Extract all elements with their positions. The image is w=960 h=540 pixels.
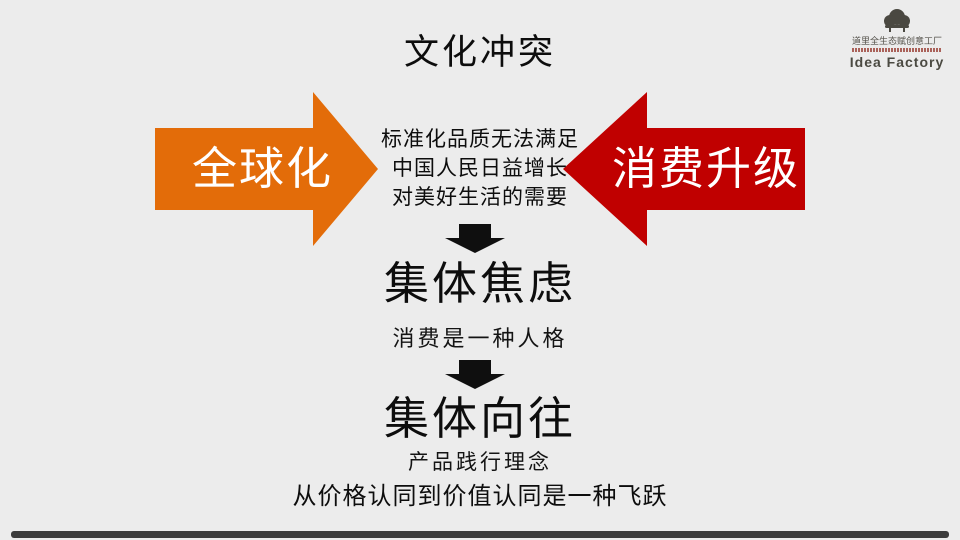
conflict-description-line-1: 标准化品质无法满足 xyxy=(381,127,579,151)
step1-heading: 集体焦虑 xyxy=(383,259,576,309)
conflict-description-line-2: 中国人民日益增长 xyxy=(392,156,568,180)
page-title: 文化冲突 xyxy=(403,33,556,72)
step2-subtext: 产品践行理念 xyxy=(408,450,552,474)
step2-heading: 集体向往 xyxy=(383,394,576,444)
conflict-description: 标准化品质无法满足 中国人民日益增长 对美好生活的需要 xyxy=(0,125,960,212)
consumption-upgrade-arrow-label: 消费升级 xyxy=(612,144,801,194)
tree-icon xyxy=(884,9,910,32)
down-arrow-icon xyxy=(445,360,505,389)
logo-tagline-decoration xyxy=(852,48,942,52)
step2-note: 从价格认同到价值认同是一种飞跃 xyxy=(292,484,668,510)
company-logo: 道里全生态赋创意工厂 Idea Factory xyxy=(842,8,952,70)
down-arrow-icon xyxy=(445,224,505,253)
conflict-description-line-3: 对美好生活的需要 xyxy=(392,185,568,209)
step1-subtext: 消费是一种人格 xyxy=(392,326,568,351)
globalization-arrow-label: 全球化 xyxy=(192,144,334,194)
logo-company-name-en: Idea Factory xyxy=(849,54,945,70)
logo-company-name-cn: 道里全生态赋创意工厂 xyxy=(851,36,942,46)
footer-bar xyxy=(11,531,949,538)
